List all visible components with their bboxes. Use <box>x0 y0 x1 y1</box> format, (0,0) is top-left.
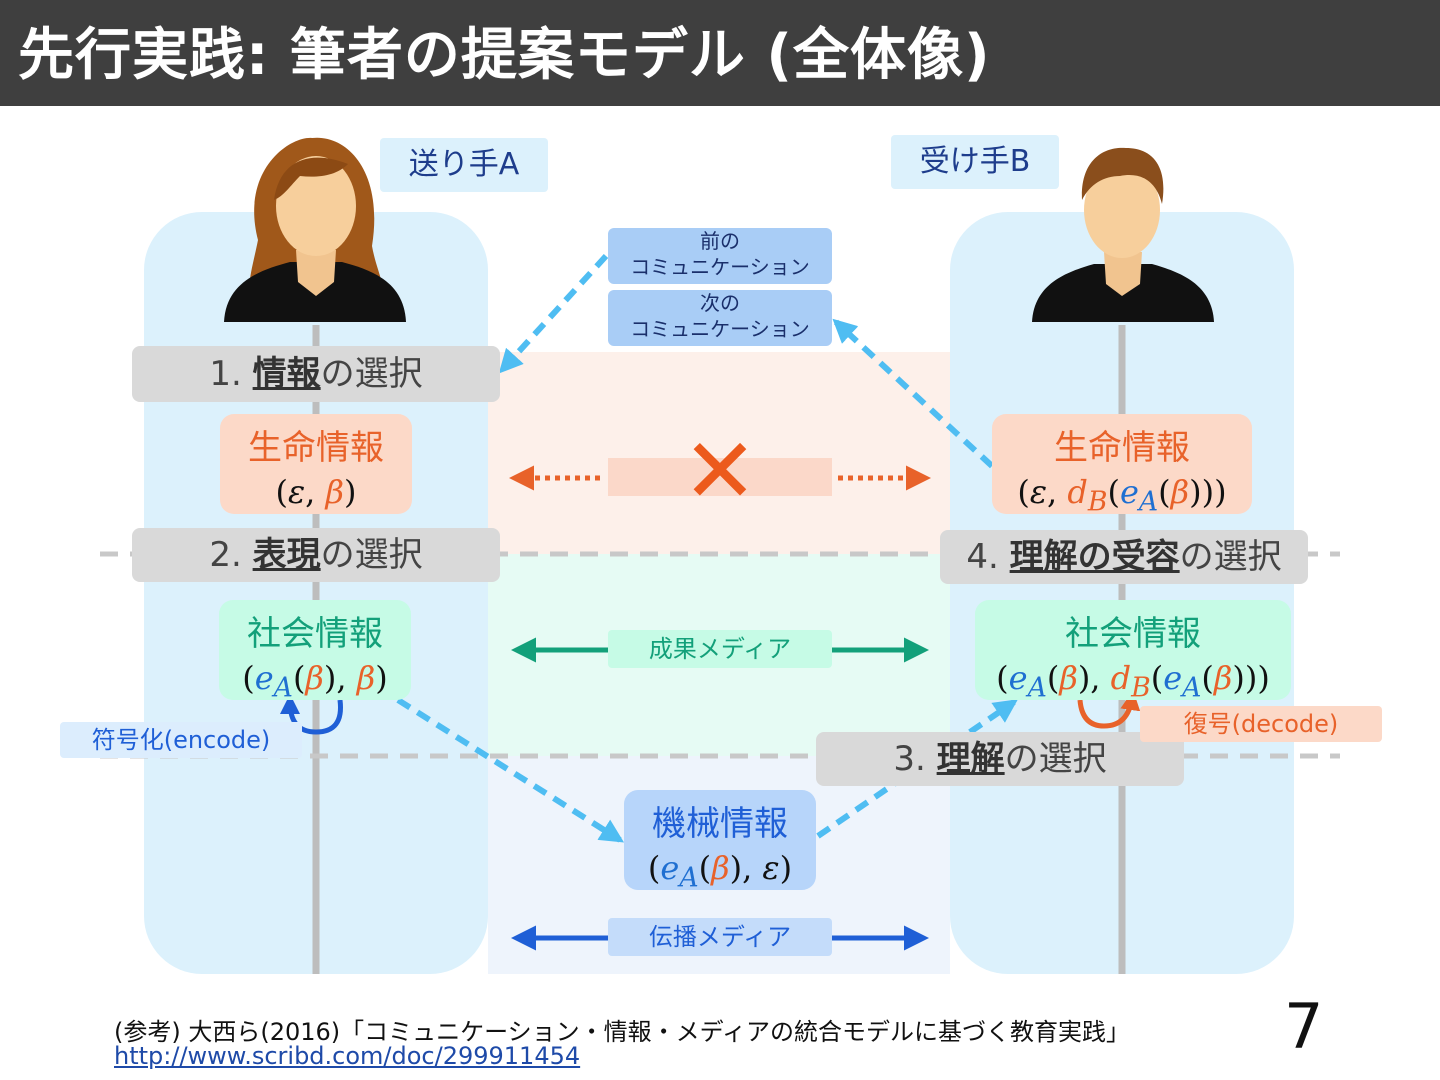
step2-number: 2. <box>209 535 253 575</box>
prev-comm-line2: コミュニケーション <box>630 255 810 279</box>
receiver-life-info-box: 生命情報 (ε, dB(eA(β))) <box>992 414 1252 518</box>
prev-communication-box: 前の コミュニケーション <box>608 228 832 284</box>
arrow-to-machine <box>396 697 625 843</box>
step1-number: 1. <box>209 354 253 394</box>
result-media-label: 成果メディア <box>608 630 832 668</box>
slide-title: 先行実践: 筆者の提案モデル (全体像) <box>18 23 991 88</box>
decode-curve-arrow <box>1077 690 1141 729</box>
step2-rest: の選択 <box>320 535 423 575</box>
transmission-media-label: 伝播メディア <box>608 918 832 956</box>
footnote-link[interactable]: http://www.scribd.com/doc/299911454 <box>114 1042 581 1070</box>
cross-icon: ✕ <box>682 419 758 524</box>
receiver-avatar <box>1032 147 1214 322</box>
sender-label: 送り手A <box>380 138 548 192</box>
step1-box: 1. 情報の選択 <box>132 346 500 402</box>
step3-box: 3. 理解の選択 <box>816 732 1184 786</box>
sender-social-info-title: 社会情報 <box>247 614 383 654</box>
sender-social-info-box: 社会情報 (eA(β), β) <box>219 600 411 704</box>
encode-label: 符号化(encode) <box>60 722 302 758</box>
step1-rest: の選択 <box>320 354 423 394</box>
prev-comm-line1: 前の <box>700 229 740 253</box>
step2-box: 2. 表現の選択 <box>132 528 500 582</box>
step3-rest: の選択 <box>1004 739 1107 779</box>
receiver-social-info-title: 社会情報 <box>1065 614 1201 654</box>
encode-curve-arrow <box>280 694 343 735</box>
sender-life-info-title: 生命情報 <box>248 428 384 468</box>
receiver-life-info-formula: (ε, dB(eA(β))) <box>1017 473 1227 518</box>
step4-box: 4. 理解の受容の選択 <box>940 530 1308 584</box>
step4-number: 4. <box>966 537 1010 577</box>
life-band <box>488 352 950 554</box>
page-number: 7 <box>1284 990 1324 1063</box>
sender-life-info-box: 生命情報 (ε, β) <box>220 414 412 514</box>
title-bar <box>0 0 1440 106</box>
sender-social-info-formula: (eA(β), β) <box>242 659 388 704</box>
receiver-life-info-title: 生命情報 <box>1054 428 1190 468</box>
machine-info-box: 機械情報 (eA(β), ε) <box>624 790 816 894</box>
step1-keyword: 情報 <box>252 354 321 394</box>
life-info-blocked-bar <box>608 458 832 496</box>
receiver-social-info-box: 社会情報 (eA(β), dB(eA(β))) <box>975 600 1291 704</box>
step4-rest: の選択 <box>1179 537 1282 577</box>
footnote-reference: (参考) 大西ら(2016)「コミュニケーション・情報・メディアの統合モデルに基… <box>114 1018 1130 1046</box>
decode-label: 復号(decode) <box>1140 706 1382 742</box>
receiver-label: 受け手B <box>891 135 1059 189</box>
machine-info-formula: (eA(β), ε) <box>647 849 793 894</box>
sender-avatar <box>224 137 406 322</box>
arrow-next-comm <box>832 318 995 469</box>
step2-keyword: 表現 <box>252 535 321 575</box>
next-comm-line1: 次の <box>700 291 740 315</box>
next-communication-box: 次の コミュニケーション <box>608 290 832 346</box>
step4-keyword: 理解の受容 <box>1009 537 1180 577</box>
receiver-social-info-formula: (eA(β), dB(eA(β))) <box>996 659 1270 704</box>
arrow-prev-comm <box>498 253 609 374</box>
sender-life-info-formula: (ε, β) <box>275 473 357 511</box>
step3-keyword: 理解 <box>936 739 1005 779</box>
step3-number: 3. <box>893 739 937 779</box>
next-comm-line2: コミュニケーション <box>630 317 810 341</box>
machine-info-title: 機械情報 <box>652 804 788 844</box>
